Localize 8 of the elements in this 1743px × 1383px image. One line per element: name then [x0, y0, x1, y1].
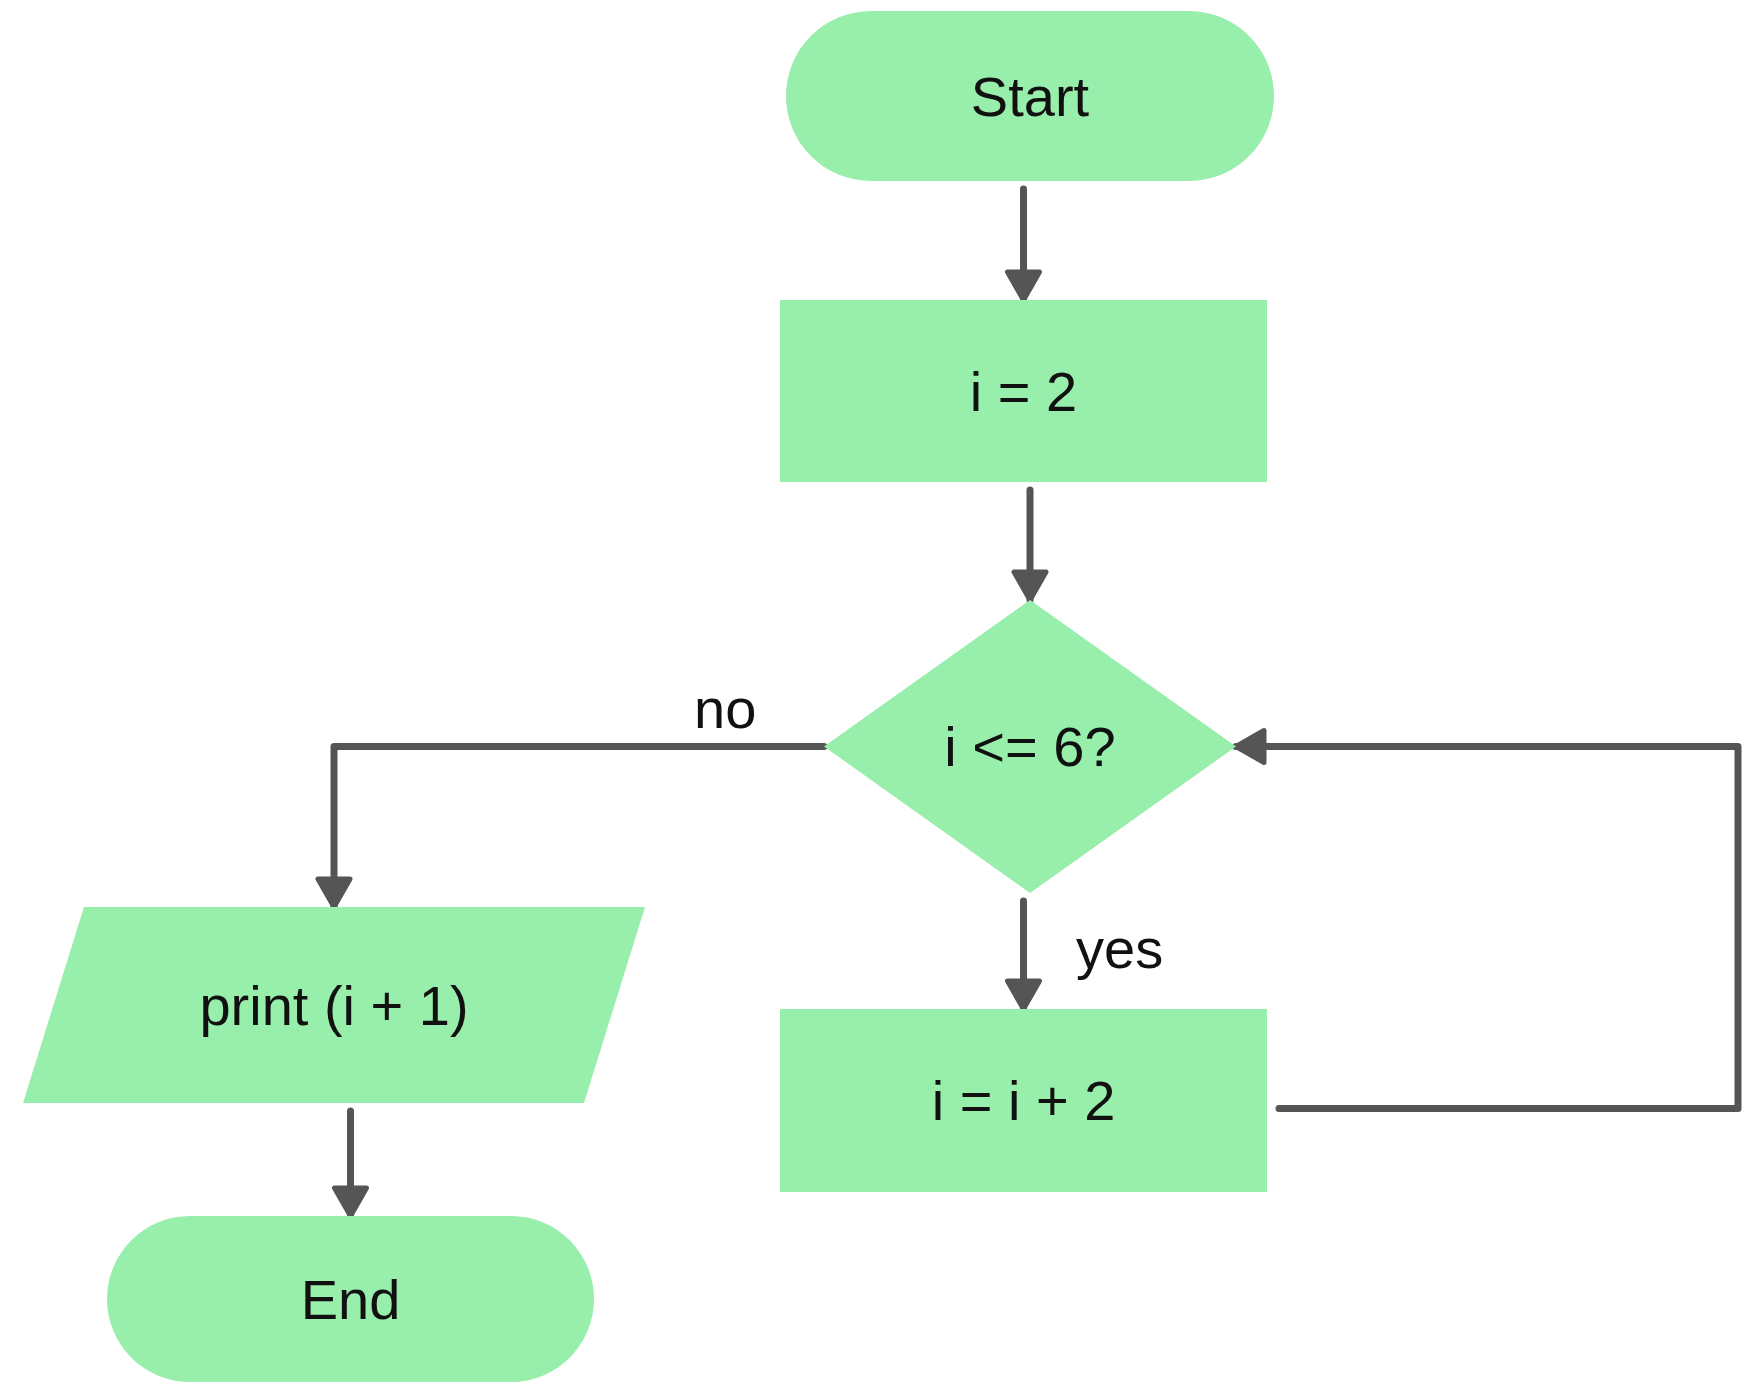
node-text: Start: [970, 63, 1090, 129]
node-text: i = i + 2: [931, 1068, 1116, 1133]
node-text: print (i + 1): [199, 972, 469, 1038]
node-text: i <= 6?: [944, 714, 1116, 779]
arrow: [1011, 486, 1049, 604]
node-text: i = 2: [969, 358, 1078, 424]
node-text: End: [300, 1266, 401, 1332]
arrow: [1232, 728, 1742, 1112]
